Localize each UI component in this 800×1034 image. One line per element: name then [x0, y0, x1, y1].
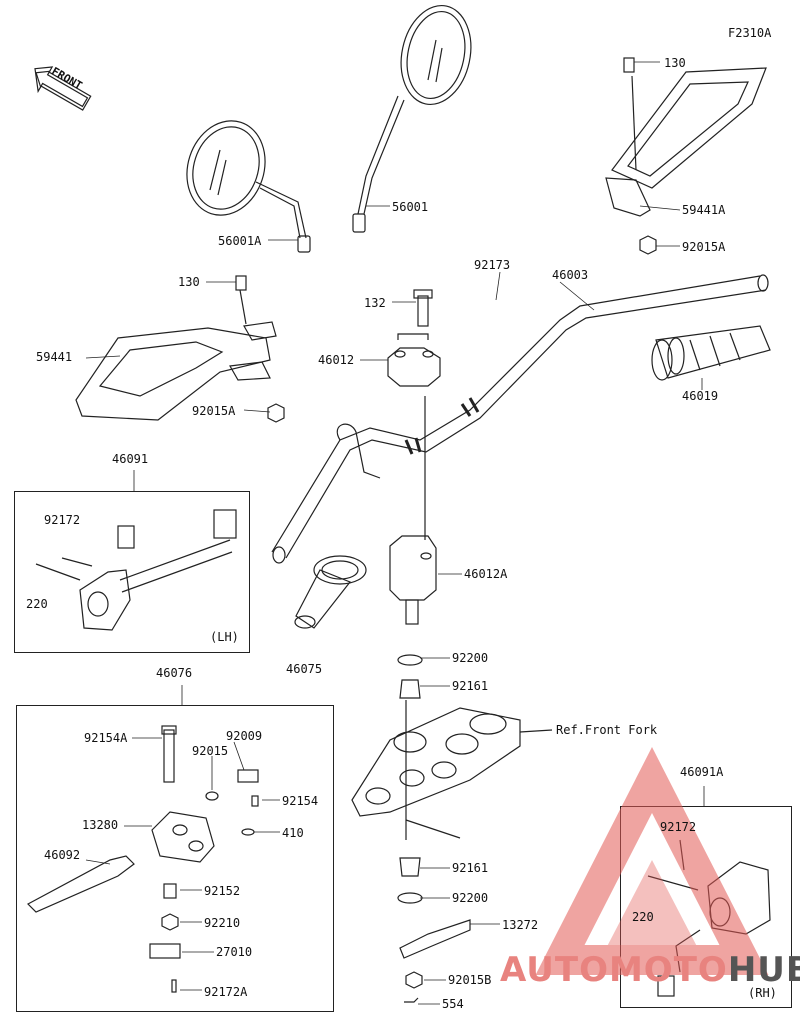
part-label-59441: 59441 — [36, 350, 73, 364]
part-label-59441a: 59441A — [682, 203, 726, 217]
part-label-92009: 92009 — [226, 729, 263, 743]
part-label-92200-bottom: 92200 — [452, 891, 489, 905]
part-label-46076: 46076 — [156, 666, 193, 680]
nut-92015b — [405, 971, 423, 989]
part-label-92015a-left: 92015A — [192, 404, 236, 418]
part-label-27010: 27010 — [216, 945, 253, 959]
damper-92161-top — [399, 679, 421, 699]
rh-switch-group-box — [620, 806, 792, 1008]
mirror-56001a — [186, 120, 311, 253]
part-label-46019: 46019 — [682, 389, 719, 403]
part-label-46091a: 46091A — [680, 765, 724, 779]
lever-group-box — [16, 705, 334, 1012]
part-label-92015b: 92015B — [448, 973, 492, 987]
part-label-132: 132 — [364, 296, 386, 310]
watermark-logo — [535, 747, 769, 975]
part-label-410: 410 — [282, 826, 304, 840]
clamp-46012 — [387, 289, 441, 540]
part-label-13272: 13272 — [502, 918, 539, 932]
part-label-92161-bottom: 92161 — [452, 861, 489, 875]
watermark-brand-part2: HUB — [727, 950, 800, 990]
part-label-92172a: 92172A — [204, 985, 248, 999]
part-label-46075: 46075 — [286, 662, 323, 676]
part-label-92173: 92173 — [474, 258, 511, 272]
part-label-92172-lh: 92172 — [44, 513, 81, 527]
lever-assy-46076 — [27, 725, 259, 993]
part-label-554: 554 — [442, 997, 464, 1011]
ref-front-fork-label: Ref.Front Fork — [556, 723, 658, 737]
part-label-46092: 46092 — [44, 848, 81, 862]
part-label-13280: 13280 — [82, 818, 119, 832]
part-label-92015a-right: 92015A — [682, 240, 726, 254]
part-label-46091: 46091 — [112, 452, 149, 466]
part-label-46012a: 46012A — [464, 567, 508, 581]
part-label-92210: 92210 — [204, 916, 241, 930]
watermark-brand-part1: AUTOMOTO — [500, 950, 728, 990]
part-label-92154a: 92154A — [84, 731, 128, 745]
part-label-92154: 92154 — [282, 794, 319, 808]
part-label-46012: 46012 — [318, 353, 355, 367]
washer-92200-bottom — [397, 892, 423, 904]
damper-92161-bottom — [399, 857, 421, 877]
part-label-92015: 92015 — [192, 744, 229, 758]
grip-46075 — [294, 555, 367, 629]
triple-clamp — [351, 700, 553, 840]
part-label-92161-top: 92161 — [452, 679, 489, 693]
part-label-130-left: 130 — [178, 275, 200, 289]
figure-code: F2310A — [728, 26, 772, 40]
part-label-46003: 46003 — [552, 268, 589, 282]
grip-46019 — [651, 325, 771, 381]
washer-92200-top — [397, 654, 423, 666]
part-label-92200-top: 92200 — [452, 651, 489, 665]
part-label-220-lh: 220 — [26, 597, 48, 611]
clip-554 — [404, 997, 419, 1003]
part-label-130-right: 130 — [664, 56, 686, 70]
mirror-59441 — [75, 275, 285, 423]
watermark-brand: AUTOMOTOHUB — [500, 950, 800, 990]
stay-13272 — [399, 919, 471, 959]
part-label-220-rh: 220 — [632, 910, 654, 924]
part-label-56001: 56001 — [392, 200, 429, 214]
part-label-56001a: 56001A — [218, 234, 262, 248]
switch-lh-46091 — [35, 509, 237, 631]
rh-side-label: (RH) — [748, 986, 777, 1000]
mirror-59441a — [605, 57, 767, 255]
handlebar-46003 — [271, 274, 769, 564]
front-arrow-icon — [34, 66, 92, 111]
lh-side-label: (LH) — [210, 630, 239, 644]
riser-46012a — [389, 535, 437, 625]
part-label-92152: 92152 — [204, 884, 241, 898]
part-label-92172-rh: 92172 — [660, 820, 697, 834]
mirror-56001 — [352, 4, 472, 233]
lh-switch-group-box — [14, 491, 250, 653]
